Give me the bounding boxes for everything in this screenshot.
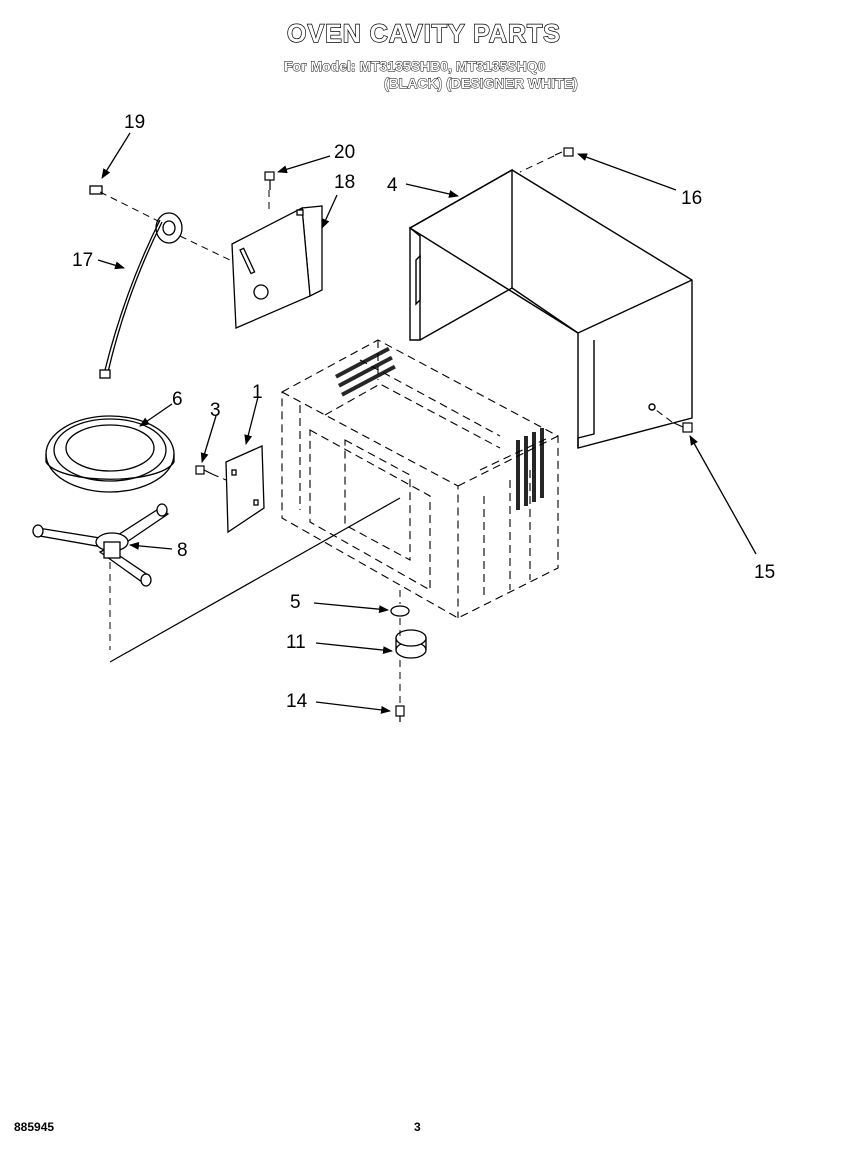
callout-19: 19 [124,112,145,133]
callout-arrows [97,132,757,714]
callout-6: 6 [172,389,183,410]
callout-11: 11 [286,632,306,653]
page-number: 3 [414,1120,421,1134]
callout-8: 8 [177,540,188,561]
callout-18: 18 [334,172,355,193]
callout-3: 3 [210,400,221,421]
page-title: OVEN CAVITY PARTS [286,19,561,48]
callout-20: 20 [334,142,355,163]
screws [195,147,693,722]
model-line: For Model: MT3135SHB0, MT3135SHQ0 [284,58,546,75]
cavity-vent-dots [335,346,544,510]
callout-5: 5 [290,592,301,613]
document-code: 885945 [14,1120,55,1134]
variants-line: (BLACK) (DESIGNER WHITE) [384,75,579,92]
callout-16: 16 [681,188,702,209]
lamp-socket-assembly [89,185,183,379]
assembly-lines [99,155,673,704]
cabinet-wrapper [408,168,693,449]
motor-shaft-line [109,497,401,663]
callout-14: 14 [286,691,308,712]
callout-4: 4 [387,175,398,196]
waveguide-cover [231,205,323,329]
turntable-motor [390,605,427,659]
callout-labels: 19 20 18 4 16 17 6 3 1 8 15 5 11 14 [72,112,775,712]
oven-cavity-dashed [281,339,559,619]
roller-support [32,503,170,587]
callout-1: 1 [252,382,263,403]
cavity-cover-plate [225,445,265,534]
callout-15: 15 [754,562,775,583]
callout-17: 17 [72,250,93,271]
turntable-tray [45,415,175,493]
